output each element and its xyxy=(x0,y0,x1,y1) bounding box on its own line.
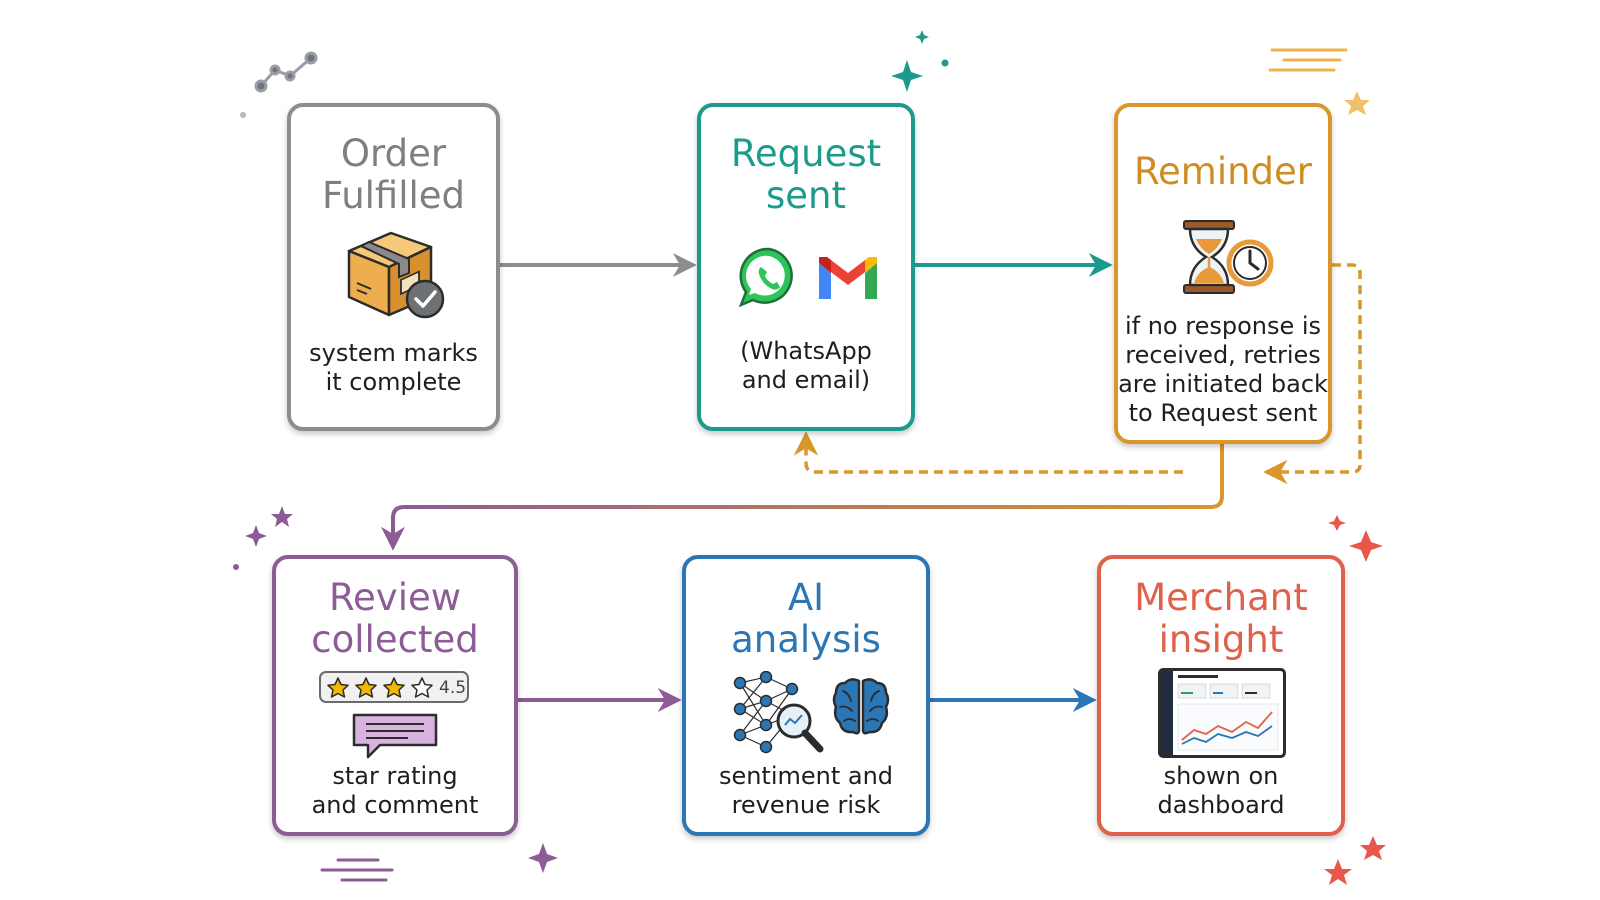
decor-sparkles-teal xyxy=(891,30,949,92)
comment-bubble-icon xyxy=(352,713,438,759)
step-reminder: Reminder if no response is received, ret… xyxy=(1114,103,1332,444)
decor-lines-orange xyxy=(1268,48,1348,72)
step-title: Merchant insight xyxy=(1134,576,1308,661)
decor-lines-purple xyxy=(320,858,394,882)
step-description: star rating and comment xyxy=(311,762,479,819)
whatsapp-icon xyxy=(738,247,793,308)
step-review-collected: Review collected 4.5 star rating and com… xyxy=(272,555,518,836)
retry-loop-back xyxy=(793,431,1183,474)
step-title: Reminder xyxy=(1133,150,1313,193)
decor-stars-purple xyxy=(233,506,558,873)
rating-value: 4.5 xyxy=(439,678,467,698)
decor-star-orange xyxy=(1344,91,1370,115)
step-ai-analysis: AI analysis sentiment and revenue risk xyxy=(682,555,930,836)
step-description: shown on dashboard xyxy=(1157,762,1285,819)
neural-network-icon xyxy=(733,671,824,754)
retry-loop-outer xyxy=(1263,263,1362,485)
step-title: Order Fulfilled xyxy=(321,132,466,217)
step-title: Request sent xyxy=(730,132,882,217)
decor-line-chart-icon xyxy=(240,51,318,118)
step-description: (WhatsApp and email) xyxy=(740,337,872,394)
step-request-sent: Request sent (WhatsApp and email) xyxy=(697,103,915,431)
arrow-reminder-to-review xyxy=(391,444,1224,543)
dashboard-screen-icon xyxy=(1158,668,1286,758)
package-check-icon xyxy=(347,231,445,319)
step-title: Review collected xyxy=(311,576,479,661)
step-description: if no response is received, retries are … xyxy=(1118,312,1328,427)
brain-icon xyxy=(832,678,890,735)
decor-stars-red xyxy=(1324,515,1386,885)
hourglass-clock-icon xyxy=(1183,220,1274,294)
step-order-fulfilled: Order Fulfilled system marks it complete xyxy=(287,103,500,431)
gmail-icon xyxy=(819,257,877,299)
step-merchant-insight: Merchant insight shown on dashboard xyxy=(1097,555,1345,836)
star-rating-icon: 4.5 xyxy=(319,671,469,703)
step-description: sentiment and revenue risk xyxy=(718,762,894,819)
step-title: AI analysis xyxy=(731,576,881,661)
step-description: system marks it complete xyxy=(309,339,478,396)
